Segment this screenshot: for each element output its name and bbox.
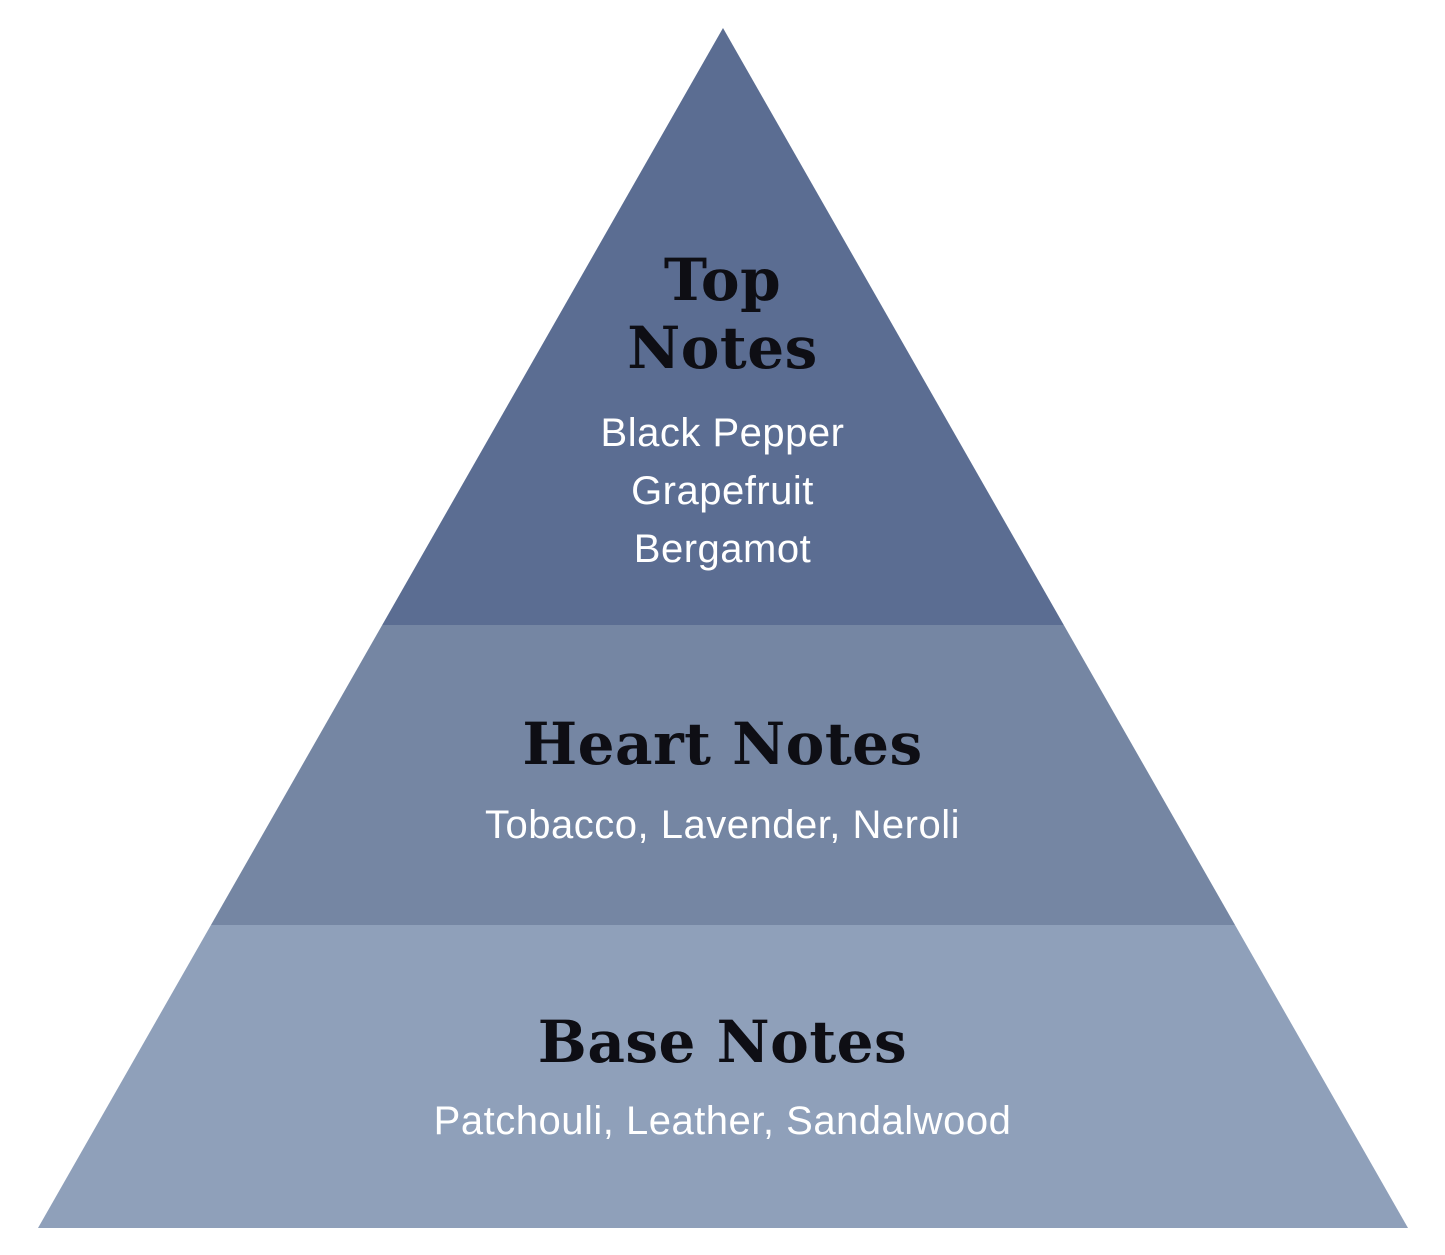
base-notes-band	[38, 925, 1408, 1228]
top-notes-title: Top Notes	[0, 246, 1445, 383]
top-notes-title-line2: Notes	[627, 314, 818, 383]
top-note-3: Bergamot	[633, 527, 812, 571]
top-note-1: Black Pepper	[600, 411, 845, 455]
heart-notes-title: Heart Notes	[522, 710, 923, 778]
heart-notes-list: Tobacco, Lavender, Neroli	[485, 803, 960, 847]
base-notes-list: Patchouli, Leather, Sandalwood	[433, 1099, 1012, 1143]
base-notes-title: Base Notes	[537, 1008, 908, 1076]
top-note-2: Grapefruit	[631, 469, 814, 513]
top-notes-list: Black Pepper Grapefruit Bergamot	[0, 404, 1445, 578]
top-notes-title-line1: Top	[663, 246, 782, 314]
